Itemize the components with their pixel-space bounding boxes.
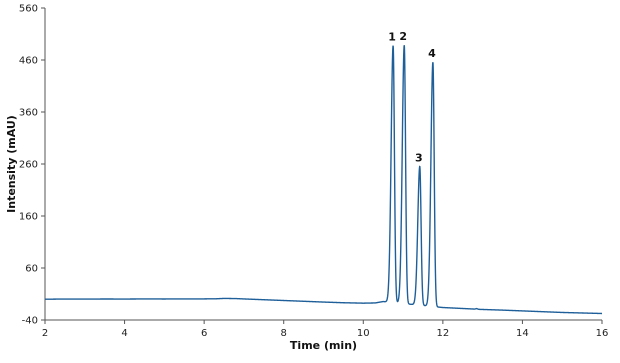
x-tick-label: 12 (436, 328, 449, 339)
peak-label: 2 (399, 30, 407, 43)
peak-label: 4 (428, 47, 436, 60)
x-axis: 2 4 6 8 10 12 14 16 (42, 319, 609, 339)
x-tick-label: 6 (201, 328, 207, 339)
x-tick-label: 2 (42, 328, 48, 339)
chromatogram-line (45, 45, 602, 315)
x-axis-title: Time (min) (290, 339, 357, 352)
series-group (45, 45, 602, 315)
y-tick-label: 460 (19, 56, 38, 67)
y-tick-label: 160 (19, 212, 38, 223)
x-tick-label: 10 (357, 328, 370, 339)
x-tick-label: 14 (516, 328, 529, 339)
y-tick-label: 60 (25, 264, 38, 275)
y-tick-label: 560 (19, 4, 38, 15)
y-axis: -40 60 160 260 360 460 560 (19, 4, 46, 327)
x-tick-label: 16 (596, 328, 609, 339)
y-tick-label: 260 (19, 160, 38, 171)
peak-label: 1 (388, 31, 396, 44)
x-tick-label: 4 (121, 328, 127, 339)
y-axis-title: Intensity (mAU) (5, 115, 18, 213)
y-tick-label: -40 (22, 316, 38, 327)
y-tick-label: 360 (19, 108, 38, 119)
peak-label: 3 (415, 151, 423, 164)
x-tick-label: 8 (281, 328, 287, 339)
